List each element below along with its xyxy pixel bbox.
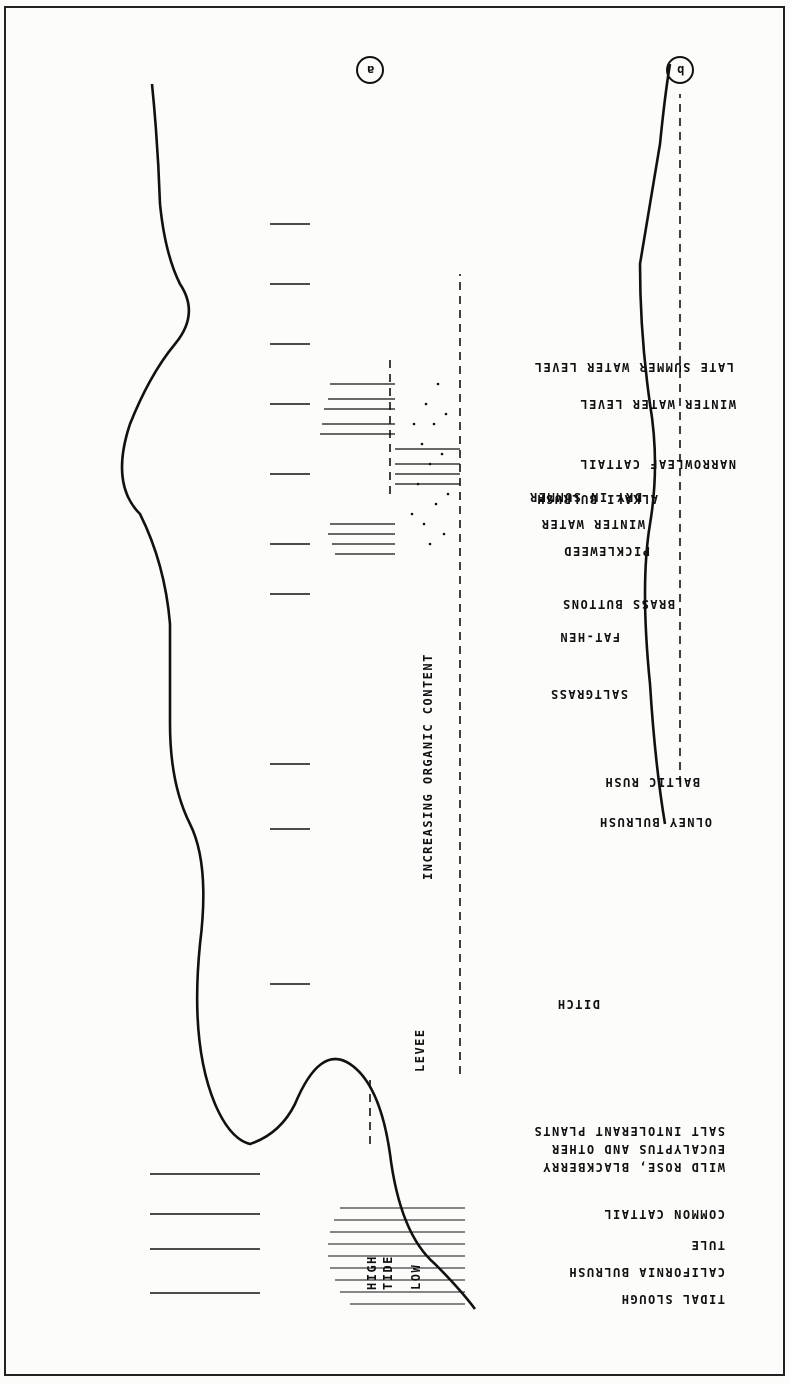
marker-a: a (357, 57, 383, 83)
label-arrows-a (150, 224, 310, 1293)
label-salt-intolerant: SALT INTOLERANT PLANTS (533, 1124, 725, 1138)
panel-b (640, 64, 680, 824)
labels-b: WINTER WATER DRY IN SUMMER (529, 490, 645, 531)
label-dry-in-summer: DRY IN SUMMER (529, 490, 642, 504)
label-common-cattail: COMMON CATTAIL (603, 1207, 725, 1221)
label-narrowleaf-cattail: NARROWLEAF CATTAIL (579, 457, 736, 471)
label-high: HIGH (365, 1255, 379, 1290)
label-winter-water: WINTER WATER (540, 517, 645, 531)
label-tide: TIDE (381, 1255, 395, 1290)
label-tidal-slough: TIDAL SLOUGH (620, 1292, 725, 1306)
label-low: LOW (409, 1264, 423, 1290)
label-winter-water-level: WINTER WATER LEVEL (579, 397, 736, 411)
label-fat-hen: FAT-HEN (559, 630, 620, 644)
label-brass-buttons: BRASS BUTTONS (562, 597, 675, 611)
label-saltgrass: SALTGRASS (549, 687, 628, 701)
label-pickleweed: PICKLEWEED (563, 544, 650, 558)
label-increasing-organic-content: INCREASING ORGANIC CONTENT (421, 653, 435, 880)
label-late-summer-water-level: LATE SUMMER WATER LEVEL (533, 360, 734, 374)
label-baltic-rush: BALTIC RUSH (604, 775, 700, 789)
svg-text:a: a (366, 63, 375, 77)
panel-b-ground-profile (640, 64, 670, 824)
label-ditch: DITCH (556, 997, 600, 1011)
label-california-bulrush: CALIFORNIA BULRUSH (568, 1265, 725, 1279)
label-eucalyptus: EUCALYPTUS AND OTHER (551, 1142, 726, 1156)
label-tule: TULE (690, 1238, 725, 1252)
cattail-vegetation (320, 384, 460, 554)
label-levee: LEVEE (413, 1028, 427, 1072)
slough-hatching (328, 1208, 465, 1304)
svg-text:b: b (676, 63, 685, 77)
marker-b: b (667, 57, 693, 83)
label-wild-rose: WILD ROSE, BLACKBERRY (542, 1160, 725, 1174)
label-olney-bulrush: OLNEY BULRUSH (599, 815, 712, 829)
